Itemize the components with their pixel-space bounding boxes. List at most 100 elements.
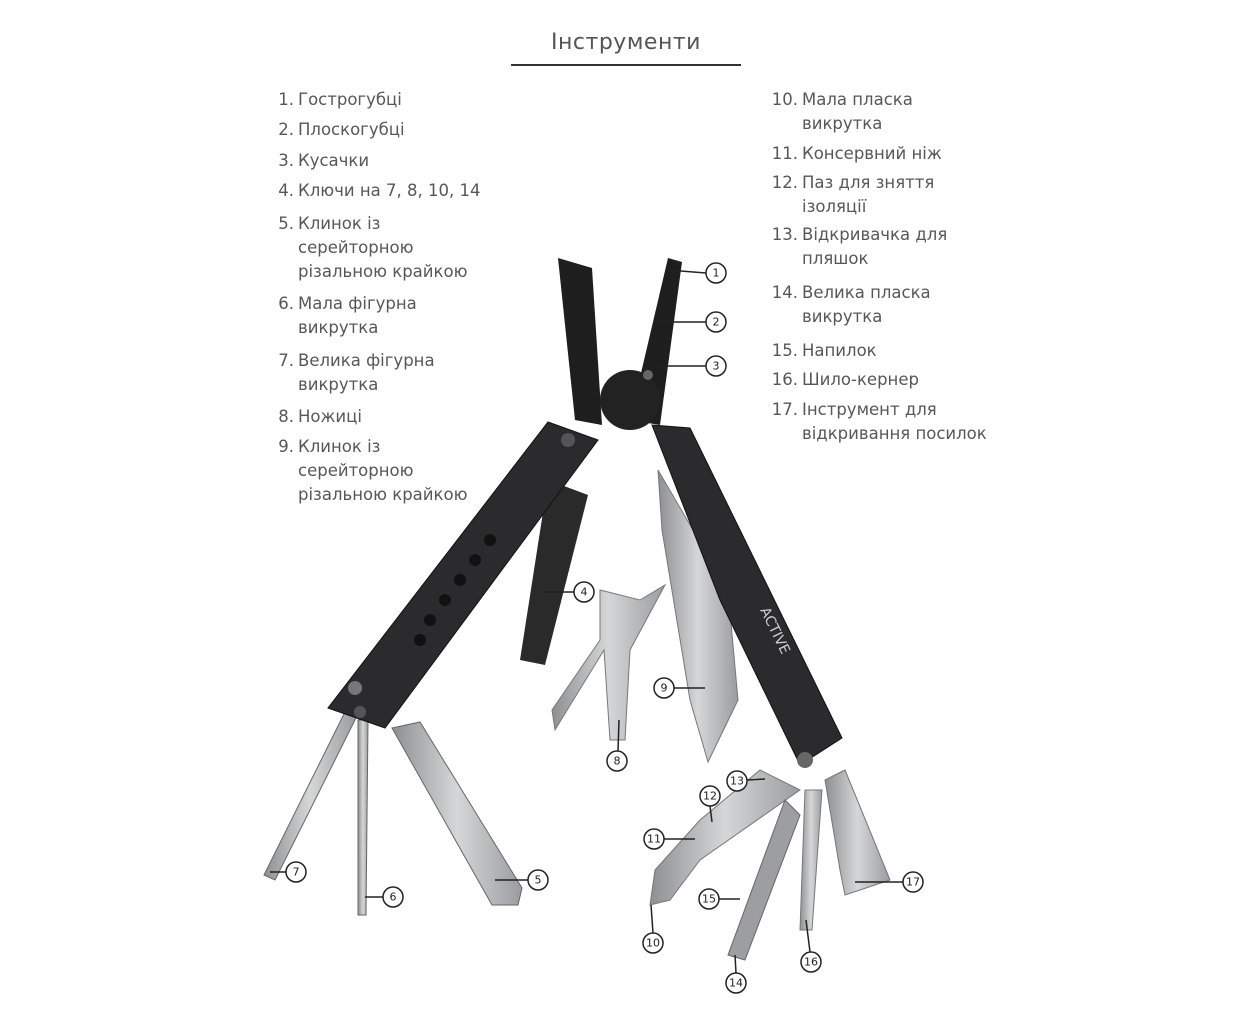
phillips-large bbox=[263, 711, 357, 881]
item-text: Велика пласка викрутка bbox=[802, 283, 931, 326]
callout-10: 10 bbox=[642, 932, 664, 954]
file bbox=[727, 799, 801, 961]
item-text: Шило-кернер bbox=[802, 370, 919, 389]
list-item: 13.Відкривачка для пляшок bbox=[772, 223, 972, 271]
list-item: 8.Ножиці bbox=[278, 405, 518, 429]
item-number: 6. bbox=[278, 294, 294, 313]
svg-text:7: 7 bbox=[293, 866, 300, 879]
svg-text:3: 3 bbox=[713, 360, 720, 373]
callout-11: 11 bbox=[643, 828, 665, 850]
item-text: Гострогубці bbox=[298, 90, 402, 109]
callout-6: 6 bbox=[382, 886, 404, 908]
callout-1: 1 bbox=[705, 262, 727, 284]
item-number: 15. bbox=[771, 341, 798, 360]
list-item: 10.Мала пласка викрутка bbox=[772, 88, 942, 136]
right-handle bbox=[651, 424, 843, 766]
list-item: 16.Шило-кернер bbox=[772, 368, 1002, 392]
callout-15: 15 bbox=[698, 888, 720, 910]
item-number: 9. bbox=[278, 437, 294, 456]
list-item: 3.Кусачки bbox=[278, 149, 518, 173]
item-text: Кусачки bbox=[298, 151, 370, 170]
package-opener bbox=[824, 769, 891, 896]
svg-text:9: 9 bbox=[661, 682, 668, 695]
item-number: 5. bbox=[278, 214, 294, 233]
item-text: Інструмент для відкривання посилок bbox=[802, 400, 987, 443]
list-item: 1.Гострогубці bbox=[278, 88, 518, 112]
item-text: Ножиці bbox=[298, 407, 362, 426]
svg-text:17: 17 bbox=[906, 876, 920, 889]
item-number: 13. bbox=[771, 225, 798, 244]
scissors bbox=[551, 583, 667, 741]
item-number: 16. bbox=[771, 370, 798, 389]
item-number: 14. bbox=[771, 283, 798, 302]
svg-text:8: 8 bbox=[614, 755, 621, 768]
item-number: 1. bbox=[278, 90, 294, 109]
callout-14: 14 bbox=[725, 972, 747, 994]
callout-8: 8 bbox=[606, 750, 628, 772]
svg-text:2: 2 bbox=[713, 316, 720, 329]
awl bbox=[799, 789, 823, 931]
list-item: 7.Велика фігурна викрутка bbox=[278, 349, 458, 397]
item-number: 8. bbox=[278, 407, 294, 426]
callout-4: 4 bbox=[573, 581, 595, 603]
item-text: Ключи на 7, 8, 10, 14 bbox=[298, 181, 481, 200]
right-tools bbox=[649, 769, 891, 961]
item-number: 4. bbox=[278, 181, 294, 200]
svg-text:13: 13 bbox=[730, 775, 744, 788]
callout-3: 3 bbox=[705, 355, 727, 377]
item-text: Напилок bbox=[802, 341, 877, 360]
item-text: Консервний ніж bbox=[802, 144, 942, 163]
item-number: 11. bbox=[771, 144, 798, 163]
svg-text:6: 6 bbox=[390, 891, 397, 904]
leader-lines bbox=[270, 269, 903, 974]
svg-text:10: 10 bbox=[646, 937, 660, 950]
item-number: 17. bbox=[771, 400, 798, 419]
callout-2: 2 bbox=[705, 311, 727, 333]
list-item: 6.Мала фігурна викрутка bbox=[278, 292, 448, 340]
list-item: 17.Інструмент для відкривання посилок bbox=[772, 398, 1012, 446]
svg-text:5: 5 bbox=[535, 874, 542, 887]
svg-text:12: 12 bbox=[703, 790, 717, 803]
callout-16: 16 bbox=[800, 951, 822, 973]
list-item: 5.Клинок із серейторною різальною крайко… bbox=[278, 212, 488, 284]
list-item: 15.Напилок bbox=[772, 339, 1002, 363]
item-text: Відкривачка для пляшок bbox=[802, 225, 948, 268]
left-tools bbox=[263, 711, 523, 916]
svg-text:4: 4 bbox=[581, 586, 588, 599]
item-number: 3. bbox=[278, 151, 294, 170]
list-item: 14.Велика пласка викрутка bbox=[772, 281, 952, 329]
title-underline bbox=[511, 64, 741, 66]
item-text: Мала фігурна викрутка bbox=[298, 294, 417, 337]
pliers-pivot bbox=[600, 370, 660, 430]
item-text: Мала пласка викрутка bbox=[802, 90, 913, 133]
item-text: Клинок із серейторною різальною крайкою bbox=[298, 437, 468, 504]
item-number: 7. bbox=[278, 351, 294, 370]
list-item: 2.Плоскогубці bbox=[278, 118, 518, 142]
item-text: Клинок із серейторною різальною крайкою bbox=[298, 214, 468, 281]
key-tool bbox=[520, 480, 588, 665]
item-text: Плоскогубці bbox=[298, 120, 405, 139]
can-opener bbox=[649, 769, 801, 906]
callout-7: 7 bbox=[285, 861, 307, 883]
item-number: 12. bbox=[771, 173, 798, 192]
callout-5: 5 bbox=[527, 869, 549, 891]
svg-text:16: 16 bbox=[804, 956, 818, 969]
handle-holes bbox=[348, 433, 575, 718]
pliers-left-jaw bbox=[558, 258, 602, 425]
item-number: 2. bbox=[278, 120, 294, 139]
callout-12: 12 bbox=[699, 785, 721, 807]
phillips-small bbox=[357, 719, 369, 916]
list-item: 12.Паз для зняття ізоляції bbox=[772, 171, 962, 219]
list-item: 9.Клинок із серейторною різальною крайко… bbox=[278, 435, 488, 507]
svg-text:1: 1 bbox=[713, 267, 720, 280]
item-number: 10. bbox=[771, 90, 798, 109]
item-text: Велика фігурна викрутка bbox=[298, 351, 435, 394]
svg-text:11: 11 bbox=[647, 833, 661, 846]
page-title: Інструменти bbox=[551, 30, 701, 55]
callout-17: 17 bbox=[902, 871, 924, 893]
svg-text:14: 14 bbox=[729, 977, 743, 990]
pivot-screw bbox=[797, 752, 813, 768]
serrated-blade bbox=[391, 721, 523, 906]
svg-text:15: 15 bbox=[702, 893, 716, 906]
